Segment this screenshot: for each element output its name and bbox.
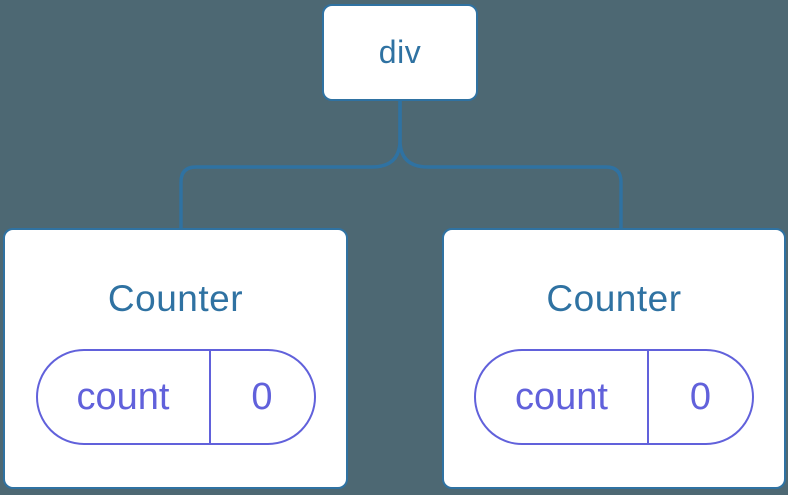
state-key: count [38,351,211,443]
state-value: 0 [251,375,273,418]
state-key: count [476,351,649,443]
root-node-label: div [378,34,422,70]
state-value: 0 [689,375,712,418]
state-pill: count 0 [35,349,316,445]
component-card-counter-2: Counter count 0 [442,228,786,489]
component-card-counter-1: Counter count 0 [3,228,348,489]
state-pill: count 0 [474,349,754,445]
connector-left-branch [179,101,402,229]
connector-right-branch [398,101,623,229]
component-title: Counter [107,278,244,319]
root-node: div [322,4,478,101]
component-title: Counter [546,278,682,319]
